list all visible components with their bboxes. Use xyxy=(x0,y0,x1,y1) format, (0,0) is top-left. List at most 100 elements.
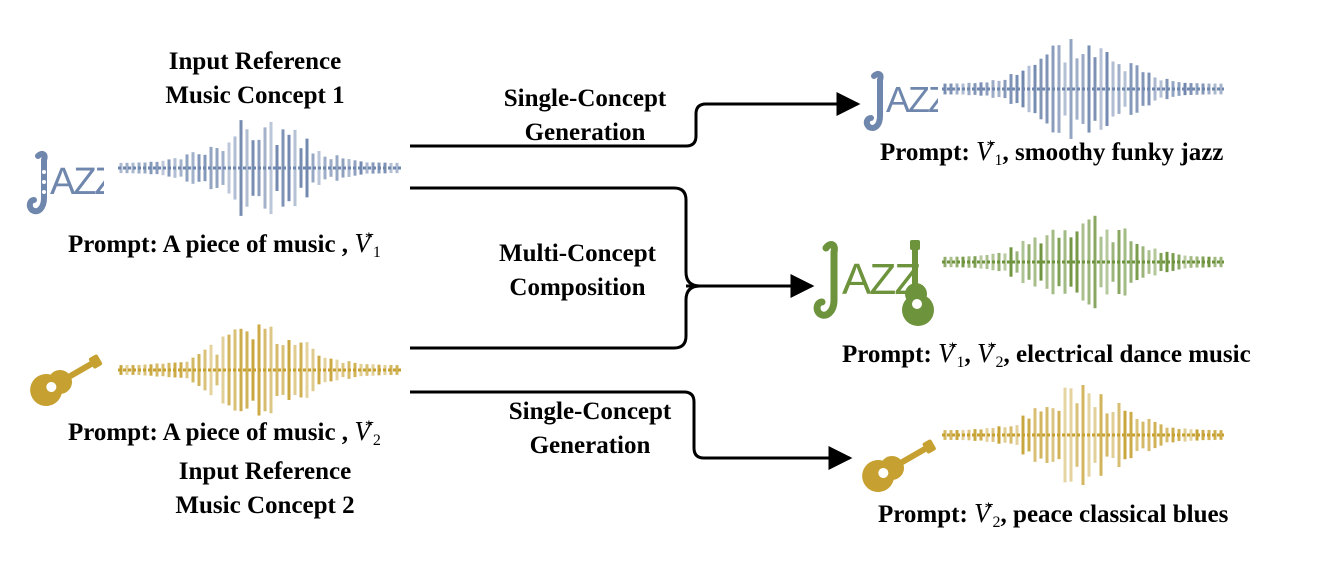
waveform-bar xyxy=(149,364,153,376)
waveform-bar xyxy=(1027,244,1031,280)
waveform-bar xyxy=(215,148,219,188)
waveform-bar xyxy=(125,162,129,174)
waveform-bar xyxy=(281,129,285,207)
var-symbol: V xyxy=(977,338,994,368)
prompt-output-combo-prefix: Prompt: xyxy=(842,341,939,368)
waveform-bar xyxy=(1147,418,1151,452)
waveform-bar xyxy=(185,361,189,379)
waveform-bar xyxy=(973,429,977,441)
waveform-bar xyxy=(1081,223,1085,301)
waveform-bar xyxy=(167,362,171,378)
waveform-bar xyxy=(1003,427,1007,443)
prompt-output-combo-mid: , xyxy=(964,341,978,368)
waveform-bar xyxy=(1033,64,1037,114)
prompt-output-jazz: Prompt: V*1, smoothy funky jazz xyxy=(880,130,1223,178)
waveform-bar xyxy=(1117,230,1121,294)
waveform-bar xyxy=(1159,424,1163,446)
waveform-bar xyxy=(359,363,363,377)
waveform-bar xyxy=(997,252,1001,272)
waveform-bar xyxy=(119,365,123,375)
waveform-bar xyxy=(943,256,947,268)
waveform-input-jazz xyxy=(118,120,402,216)
waveform-bar xyxy=(1033,237,1037,287)
arrow-multi-concept-bottom xyxy=(410,284,701,350)
prompt-input-2-prefix: Prompt: A piece of music , xyxy=(68,419,355,446)
waveform-bar xyxy=(275,145,279,191)
waveform-bar xyxy=(997,80,1001,98)
waveform-bar xyxy=(1039,411,1043,459)
var-index: 2 xyxy=(995,354,1004,371)
waveform-bar xyxy=(191,357,195,383)
waveform-bar xyxy=(335,155,339,181)
waveform-bar xyxy=(1093,407,1097,463)
waveform-bar xyxy=(1129,411,1133,459)
waveform-bar xyxy=(1039,243,1043,281)
jazz-guitar-combo-icon: AZZ xyxy=(813,240,934,326)
waveform-bar xyxy=(143,364,147,376)
waveform-bar xyxy=(1135,243,1139,281)
waveform-bar xyxy=(1201,83,1205,95)
waveform-bar xyxy=(269,121,273,215)
waveform-bar xyxy=(323,156,327,180)
waveform-bar xyxy=(1165,427,1169,443)
waveform-bar xyxy=(281,345,285,395)
waveform-bar xyxy=(1189,429,1193,441)
waveform-bar xyxy=(973,256,977,268)
var-star: * xyxy=(986,138,995,155)
waveform-bar xyxy=(245,129,249,207)
waveform-bar xyxy=(395,365,399,375)
waveform-bar xyxy=(353,160,357,176)
single-concept-label-bottom-line2: Generation xyxy=(529,432,651,459)
waveform-bar xyxy=(155,161,159,175)
waveform-bar xyxy=(1141,72,1145,106)
single-concept-label-top-line1: Single-Concept xyxy=(503,85,667,112)
waveform-bar xyxy=(1165,78,1169,100)
waveform-bar xyxy=(299,342,303,398)
var-star: * xyxy=(364,418,373,435)
waveform-bar xyxy=(1201,256,1205,268)
waveform-bar xyxy=(371,364,375,376)
arrow-single-concept-top xyxy=(410,92,861,148)
waveform-bar xyxy=(1021,240,1025,284)
waveform-bar xyxy=(227,334,231,406)
single-concept-label-bottom-line1: Single-Concept xyxy=(508,398,672,425)
waveform-bar xyxy=(1195,83,1199,95)
waveform-bar xyxy=(161,160,165,176)
waveform-bar xyxy=(1129,241,1133,283)
waveform-bar xyxy=(365,162,369,174)
waveform-bar xyxy=(191,152,195,184)
waveform-bar xyxy=(1201,429,1205,441)
jazz-saxophone-icon: AZZ xyxy=(26,150,104,215)
var-star: * xyxy=(364,230,373,247)
waveform-bar xyxy=(1087,219,1091,305)
waveform-bar xyxy=(1063,230,1067,294)
waveform-bar xyxy=(1147,72,1151,106)
waveform-bar xyxy=(263,127,267,209)
waveform-bar xyxy=(1057,45,1061,133)
waveform-bar xyxy=(1099,236,1103,288)
waveform-bar xyxy=(1015,251,1019,273)
waveform-bar xyxy=(967,256,971,268)
var-symbol: V xyxy=(354,228,371,258)
var-index: 1 xyxy=(372,244,381,261)
waveform-bar xyxy=(329,159,333,177)
waveform-bar xyxy=(1123,410,1127,460)
waveform-bar xyxy=(979,82,983,96)
waveform-bar xyxy=(973,83,977,95)
waveform-bar xyxy=(1117,402,1121,468)
waveform-bar xyxy=(961,83,965,95)
waveform-bar xyxy=(1015,74,1019,104)
waveform-bar xyxy=(1099,48,1103,130)
waveform-bar xyxy=(197,354,201,386)
waveform-bar xyxy=(227,142,231,194)
multi-concept-label: Multi-Concept Composition xyxy=(470,237,685,305)
waveform-bar xyxy=(149,161,153,175)
prompt-input-1: Prompt: A piece of music , V*1 xyxy=(68,222,381,270)
waveform-bar xyxy=(323,357,327,383)
waveform-bar xyxy=(287,134,291,202)
prompt-input-2-var: V*2 xyxy=(354,416,381,449)
waveform-bar xyxy=(1063,387,1067,483)
waveform-bar xyxy=(1195,256,1199,268)
multi-concept-label-line2: Composition xyxy=(509,274,646,301)
prompt-output-guitar: Prompt: V*2, peace classical blues xyxy=(878,492,1228,540)
